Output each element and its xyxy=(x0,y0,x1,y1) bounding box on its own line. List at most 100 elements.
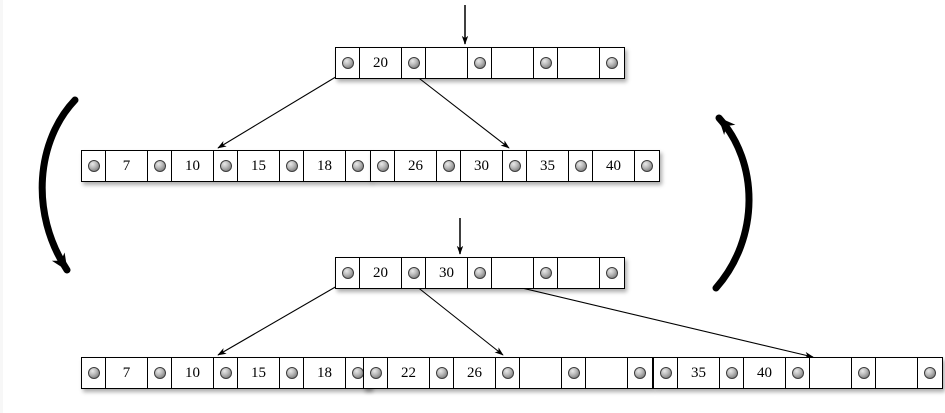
key-cell[interactable] xyxy=(558,48,600,78)
pointer-dot-icon xyxy=(153,160,166,172)
pointer-dot-icon xyxy=(369,367,382,379)
pointer-cell[interactable] xyxy=(364,358,388,388)
key-cell[interactable]: 15 xyxy=(238,151,280,181)
pointer-cell[interactable] xyxy=(534,258,558,288)
leaf-node-after-left[interactable]: 7 10 15 18 xyxy=(81,357,371,389)
pointer-dot-icon xyxy=(659,367,672,379)
key-cell[interactable]: 10 xyxy=(172,151,214,181)
pointer-cell[interactable] xyxy=(402,48,426,78)
pointer-cell[interactable] xyxy=(82,151,106,181)
pointer-dot-icon xyxy=(791,367,804,379)
pointer-cell[interactable] xyxy=(635,151,659,181)
leaf-node-before-right[interactable]: 26 30 35 40 xyxy=(370,150,660,182)
pointer-cell[interactable] xyxy=(148,151,172,181)
pointer-cell[interactable] xyxy=(562,358,586,388)
key-cell[interactable] xyxy=(558,258,600,288)
key-cell[interactable] xyxy=(492,48,534,78)
pointer-cell[interactable] xyxy=(720,358,744,388)
leaf-node-before-left[interactable]: 7 10 15 18 xyxy=(81,150,371,182)
pointer-cell[interactable] xyxy=(437,151,461,181)
pointer-dot-icon xyxy=(219,160,232,172)
pointer-dot-icon xyxy=(219,367,232,379)
pointer-cell[interactable] xyxy=(336,258,360,288)
pointer-cell[interactable] xyxy=(654,358,678,388)
pointer-cell[interactable] xyxy=(371,151,395,181)
pointer-dot-icon xyxy=(341,57,354,69)
key-cell[interactable]: 40 xyxy=(744,358,786,388)
pointer-cell[interactable] xyxy=(280,358,304,388)
pointer-dot-icon xyxy=(341,267,354,279)
pointer-cell[interactable] xyxy=(852,358,876,388)
pointer-cell[interactable] xyxy=(402,258,426,288)
key-cell[interactable]: 20 xyxy=(360,258,402,288)
pointer-dot-icon xyxy=(634,367,646,379)
transition-arrow-right-up xyxy=(712,114,753,292)
pointer-cell[interactable] xyxy=(786,358,810,388)
pointer-cell[interactable] xyxy=(214,358,238,388)
key-cell[interactable] xyxy=(520,358,562,388)
pointer-dot-icon xyxy=(857,367,870,379)
edge-root-to-middle-leaf-after xyxy=(410,281,504,356)
key-cell[interactable] xyxy=(810,358,852,388)
edge-root-to-left-leaf-after xyxy=(217,281,345,356)
pointer-dot-icon xyxy=(87,367,100,379)
key-cell[interactable]: 7 xyxy=(106,151,148,181)
key-cell[interactable] xyxy=(426,48,468,78)
key-cell[interactable]: 20 xyxy=(360,48,402,78)
key-cell[interactable]: 15 xyxy=(238,358,280,388)
pointer-cell[interactable] xyxy=(468,48,492,78)
pointer-dot-icon xyxy=(924,367,936,379)
pointer-cell[interactable] xyxy=(468,258,492,288)
pointer-dot-icon xyxy=(285,160,298,172)
pointer-dot-icon xyxy=(539,267,552,279)
pointer-cell[interactable] xyxy=(280,151,304,181)
key-cell[interactable]: 7 xyxy=(106,358,148,388)
pointer-cell[interactable] xyxy=(600,48,624,78)
pointer-dot-icon xyxy=(153,367,166,379)
root-node-before[interactable]: 20 xyxy=(335,47,625,79)
key-cell[interactable]: 18 xyxy=(304,358,346,388)
pointer-dot-icon xyxy=(606,267,618,279)
pointer-cell[interactable] xyxy=(214,151,238,181)
pointer-dot-icon xyxy=(407,57,420,69)
pointer-cell[interactable] xyxy=(82,358,106,388)
key-cell[interactable]: 35 xyxy=(527,151,569,181)
pointer-cell[interactable] xyxy=(346,151,370,181)
root-node-after[interactable]: 20 30 xyxy=(335,257,625,289)
pointer-cell[interactable] xyxy=(600,258,624,288)
pointer-dot-icon xyxy=(473,267,486,279)
pointer-cell[interactable] xyxy=(628,358,652,388)
pointer-cell[interactable] xyxy=(503,151,527,181)
pointer-dot-icon xyxy=(473,57,486,69)
key-cell[interactable]: 10 xyxy=(172,358,214,388)
pointer-dot-icon xyxy=(87,160,100,172)
key-cell[interactable]: 30 xyxy=(461,151,503,181)
leaf-node-after-middle[interactable]: 22 26 xyxy=(363,357,653,389)
pointer-cell[interactable] xyxy=(496,358,520,388)
key-cell[interactable]: 40 xyxy=(593,151,635,181)
pointer-cell[interactable] xyxy=(148,358,172,388)
key-cell[interactable]: 30 xyxy=(426,258,468,288)
leaf-node-after-right[interactable]: 35 40 xyxy=(653,357,943,389)
pointer-dot-icon xyxy=(539,57,552,69)
pointer-cell[interactable] xyxy=(534,48,558,78)
pointer-cell[interactable] xyxy=(569,151,593,181)
pointer-dot-icon xyxy=(352,160,364,172)
transition-arrow-left-down xyxy=(38,96,79,274)
key-cell[interactable] xyxy=(492,258,534,288)
pointer-dot-icon xyxy=(442,160,455,172)
key-cell[interactable]: 22 xyxy=(388,358,430,388)
edge-root-to-left-leaf-before xyxy=(217,71,345,149)
edge-root-to-right-leaf-before xyxy=(410,71,510,149)
key-cell[interactable]: 35 xyxy=(678,358,720,388)
key-cell[interactable]: 26 xyxy=(395,151,437,181)
key-cell[interactable]: 26 xyxy=(454,358,496,388)
key-cell[interactable] xyxy=(876,358,918,388)
pointer-cell[interactable] xyxy=(430,358,454,388)
pointer-dot-icon xyxy=(725,367,738,379)
pointer-cell[interactable] xyxy=(336,48,360,78)
pointer-cell[interactable] xyxy=(918,358,942,388)
key-cell[interactable] xyxy=(586,358,628,388)
key-cell[interactable]: 18 xyxy=(304,151,346,181)
